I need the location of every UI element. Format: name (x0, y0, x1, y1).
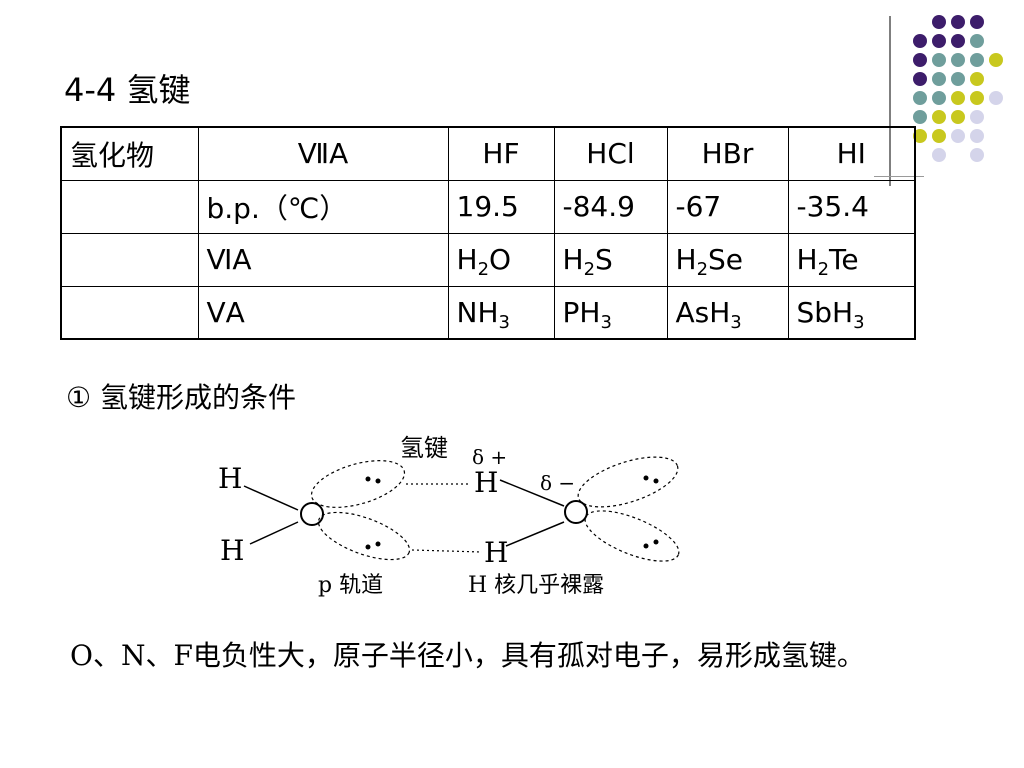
decorative-dot (951, 53, 965, 67)
h-nucleus-caption: H 核几乎裸露 (468, 573, 604, 598)
table-cell: -84.9 (553, 179, 668, 234)
lone-pair-orbital (310, 460, 406, 508)
formula-cell: H2Te (787, 232, 916, 287)
lone-pair-orbital (317, 511, 411, 561)
table-header-cell: HCl (553, 126, 668, 181)
decorative-dot (913, 34, 927, 48)
table-row: b.p.（℃） 19.5 -84.9 -67 -35.4 (60, 179, 916, 234)
decorative-dot (989, 91, 1003, 105)
slide-title: 4-4 氢键 (64, 71, 191, 109)
decorative-dot (932, 34, 946, 48)
hydrogen-bond-diagram: 氢键 δ + δ − H H H H p 轨道 H 核几乎裸露 (218, 434, 680, 598)
p-orbital-caption: p 轨道 (318, 573, 383, 598)
row-group: b.p.（℃） (197, 179, 449, 234)
hydrogen-atom-bridging-top: H (474, 466, 498, 499)
decorative-dot (913, 53, 927, 67)
decorative-dot (970, 110, 984, 124)
hydrogen-atom-bridging-bottom: H (484, 536, 508, 569)
table-header-row: 氢化物 ⅦA HF HCl HBr HI (60, 126, 916, 181)
decorative-dot (932, 110, 946, 124)
hydrogen-atom-left-top: H (218, 462, 242, 495)
decorative-vertical-line (889, 16, 891, 186)
delta-plus-label: δ + (472, 445, 507, 469)
decorative-dot (932, 148, 946, 162)
decorative-dot (951, 91, 965, 105)
bond-line (249, 521, 299, 545)
formula-cell: H2Se (666, 232, 789, 287)
formula-cell: H2O (447, 232, 555, 287)
hydrogen-atom-left-bottom: H (220, 534, 244, 567)
decorative-dot (932, 53, 946, 67)
table-header-cell: HI (787, 126, 916, 181)
decorative-dot (970, 34, 984, 48)
decorative-dot (913, 72, 927, 86)
hydrogen-bond-line (411, 549, 483, 553)
decorative-dot (970, 148, 984, 162)
lone-pair-orbital (577, 456, 679, 508)
table-header-cell: 氢化物 (60, 126, 199, 181)
decorative-dot (913, 110, 927, 124)
formula-cell: H2S (553, 232, 668, 287)
hbond-label: 氢键 (400, 434, 448, 462)
boiling-point-table: 氢化物 ⅦA HF HCl HBr HI b.p.（℃） 19.5 -84.9 … (60, 126, 916, 340)
row-label (60, 232, 199, 287)
table-cell: -35.4 (787, 179, 916, 234)
decorative-dot (913, 91, 927, 105)
decorative-dot (989, 53, 1003, 67)
row-group: ⅥA (197, 232, 449, 287)
oxygen-atom-left (300, 502, 324, 526)
oxygen-atom-right (564, 500, 588, 524)
decorative-dot (970, 129, 984, 143)
table-header-cell: ⅦA (197, 126, 449, 181)
formula-cell: PH3 (553, 285, 668, 340)
table-row: ⅥA H2O H2S H2Se H2Te (60, 232, 916, 287)
decorative-dot (951, 129, 965, 143)
decorative-dot (951, 34, 965, 48)
decorative-dot (951, 72, 965, 86)
decorative-dot (951, 15, 965, 29)
bond-line (243, 485, 299, 511)
table-cell: -67 (666, 179, 789, 234)
bond-line (499, 479, 565, 507)
decorative-dot (970, 15, 984, 29)
table-header-cell: HF (447, 126, 555, 181)
decorative-dot (970, 53, 984, 67)
table-header-cell: HBr (666, 126, 789, 181)
condition-heading: ① 氢键形成的条件 (66, 381, 297, 414)
table-row: ⅤA NH3 PH3 AsH3 SbH3 (60, 285, 916, 340)
delta-minus-label: δ − (540, 471, 575, 495)
row-label (60, 179, 199, 234)
formula-cell: AsH3 (666, 285, 789, 340)
row-group: ⅤA (197, 285, 449, 340)
formula-cell: SbH3 (787, 285, 916, 340)
table-cell: 19.5 (447, 179, 555, 234)
row-label (60, 285, 199, 340)
decorative-dot (970, 91, 984, 105)
decorative-dot (932, 129, 946, 143)
decorative-dot (932, 91, 946, 105)
formula-cell: NH3 (447, 285, 555, 340)
lone-pair-orbital (584, 510, 680, 562)
decorative-dot (932, 15, 946, 29)
decorative-dot (970, 72, 984, 86)
bond-line (505, 521, 565, 547)
decorative-dot (932, 72, 946, 86)
decorative-dot (951, 110, 965, 124)
summary-text: O、N、F电负性大，原子半径小，具有孤对电子，易形成氢键。 (70, 639, 865, 672)
